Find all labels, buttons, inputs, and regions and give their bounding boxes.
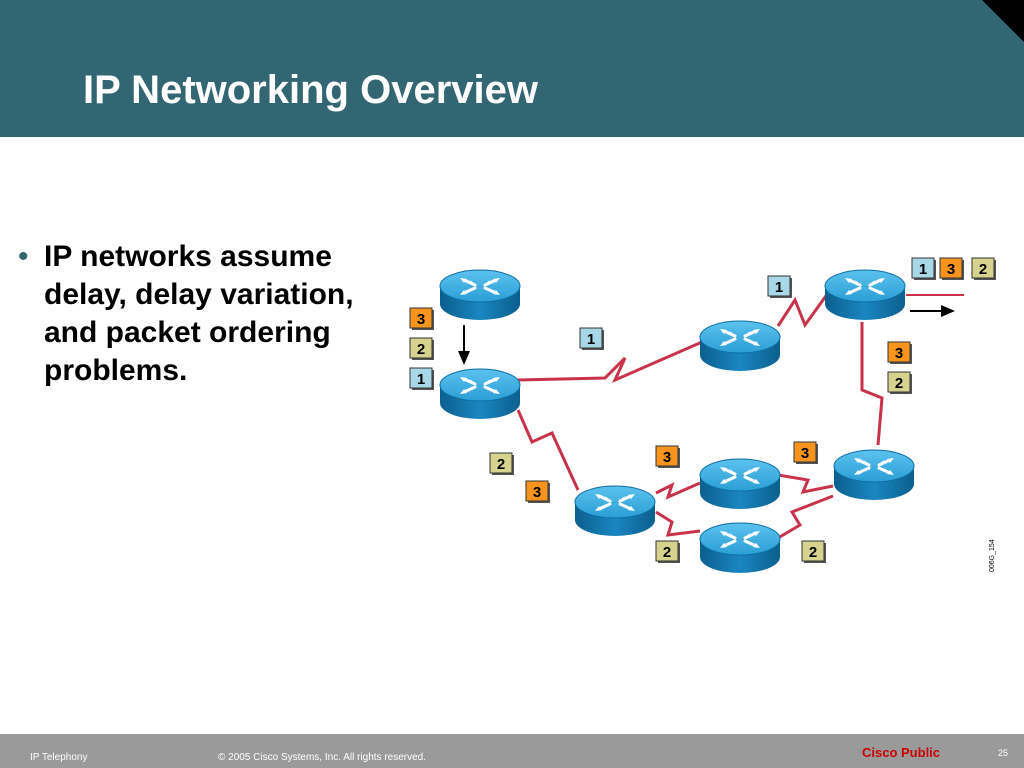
link-g-e bbox=[777, 473, 834, 495]
packet-badge: 2 bbox=[971, 257, 996, 280]
router-icon bbox=[698, 457, 782, 511]
slide-title: IP Networking Overview bbox=[83, 68, 538, 112]
packet-label: 2 bbox=[895, 375, 903, 392]
footer-copyright: © 2005 Cisco Systems, Inc. All rights re… bbox=[218, 752, 427, 763]
packet-badge: 3 bbox=[525, 480, 550, 503]
packet-badge: 3 bbox=[655, 445, 680, 468]
network-diagram: 3 2 1 1 1 1 3 2 3 2 2 3 3 3 2 2 006G_154 bbox=[409, 257, 996, 575]
bullet-icon: • bbox=[18, 240, 29, 273]
input-arrow-icon bbox=[458, 325, 470, 365]
packet-label: 3 bbox=[801, 445, 809, 462]
router-icon bbox=[698, 319, 782, 373]
packet-label: 1 bbox=[775, 279, 783, 296]
packet-label: 2 bbox=[663, 544, 671, 561]
packet-label: 3 bbox=[947, 261, 955, 278]
footer-page-number: 25 bbox=[998, 748, 1009, 758]
router-icon bbox=[573, 484, 657, 538]
packet-badge: 2 bbox=[887, 371, 912, 394]
packet-label: 1 bbox=[919, 261, 927, 278]
packet-badge: 2 bbox=[409, 337, 434, 360]
packet-label: 2 bbox=[979, 261, 987, 278]
packet-badge: 1 bbox=[579, 327, 604, 350]
router-icon bbox=[698, 521, 782, 575]
footer-course: IP Telephony bbox=[30, 752, 88, 763]
packet-label: 2 bbox=[497, 456, 505, 473]
packet-badge: 3 bbox=[409, 307, 434, 330]
packet-label: 3 bbox=[533, 484, 541, 501]
title-bar: IP Networking Overview bbox=[0, 0, 1024, 137]
link-a-f bbox=[516, 409, 580, 491]
output-arrow-icon bbox=[910, 305, 955, 317]
bullet-text: IP networks assume delay, delay variatio… bbox=[44, 240, 354, 387]
router-icon bbox=[438, 268, 522, 322]
packet-label: 3 bbox=[417, 311, 425, 328]
packet-label: 2 bbox=[417, 341, 425, 358]
router-icon bbox=[823, 268, 907, 322]
packet-label: 1 bbox=[417, 371, 425, 388]
link-a-b bbox=[517, 340, 703, 383]
figure-id: 006G_154 bbox=[989, 539, 996, 572]
packet-badge: 1 bbox=[409, 367, 434, 390]
packet-label: 3 bbox=[663, 449, 671, 466]
corner-decoration bbox=[982, 0, 1024, 42]
packet-badge: 1 bbox=[911, 257, 936, 280]
packet-badge: 3 bbox=[887, 341, 912, 364]
link-c-e bbox=[860, 322, 884, 446]
router-icon bbox=[832, 448, 916, 502]
link-h-e bbox=[777, 494, 834, 540]
packet-label: 1 bbox=[587, 331, 595, 348]
packet-label: 3 bbox=[895, 345, 903, 362]
router-icon bbox=[438, 367, 522, 421]
link-f-h bbox=[655, 510, 701, 537]
packet-badge: 3 bbox=[939, 257, 964, 280]
packet-badge: 2 bbox=[655, 540, 680, 563]
link-b-c bbox=[776, 292, 830, 329]
packet-badge: 2 bbox=[489, 452, 514, 475]
footer-classification: Cisco Public bbox=[862, 745, 941, 760]
packet-badge: 2 bbox=[801, 540, 826, 563]
packet-badge: 3 bbox=[793, 441, 818, 464]
packet-badge: 1 bbox=[767, 275, 792, 298]
footer: IP Telephony © 2005 Cisco Systems, Inc. … bbox=[0, 734, 1024, 768]
link-f-g bbox=[655, 481, 701, 500]
packet-label: 2 bbox=[809, 544, 817, 561]
